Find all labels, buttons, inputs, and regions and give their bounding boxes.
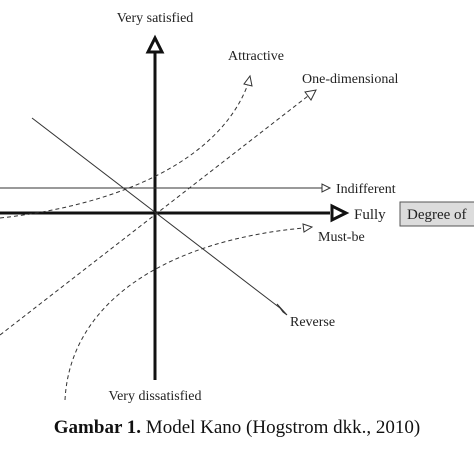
one-dimensional-line bbox=[0, 95, 309, 336]
fully-label: Fully bbox=[354, 207, 386, 223]
caption-prefix: Gambar 1. bbox=[53, 417, 142, 438]
attractive-arrowhead bbox=[243, 74, 253, 87]
must-be-label: Must-be bbox=[318, 230, 365, 245]
one-dimensional-arrowhead bbox=[304, 89, 317, 101]
indifferent-label: Indifferent bbox=[336, 182, 396, 197]
attractive-label: Attractive bbox=[228, 49, 284, 64]
reverse-label: Reverse bbox=[290, 315, 335, 330]
reverse-line bbox=[31, 117, 281, 309]
degree-of-label: Degree of bbox=[407, 207, 467, 223]
horizontal-axis-arrowhead bbox=[330, 203, 350, 223]
caption-text: Model Kano (Hogstrom dkk., 2010) bbox=[141, 417, 421, 438]
very-dissatisfied-label: Very dissatisfied bbox=[109, 389, 202, 404]
must-be-curve bbox=[64, 227, 305, 401]
one-dimensional-label: One-dimensional bbox=[302, 72, 399, 87]
reverse-arrowhead bbox=[276, 303, 288, 316]
figure-caption: Gambar 1. Model Kano (Hogstrom dkk., 201… bbox=[0, 417, 474, 439]
very-satisfied-label: Very satisfied bbox=[117, 11, 194, 26]
indifferent-arrowhead bbox=[321, 183, 332, 193]
vertical-axis-arrowhead bbox=[145, 34, 165, 54]
attractive-curve bbox=[0, 83, 249, 219]
degree-of-box bbox=[399, 201, 474, 227]
must-be-arrowhead bbox=[302, 223, 314, 233]
